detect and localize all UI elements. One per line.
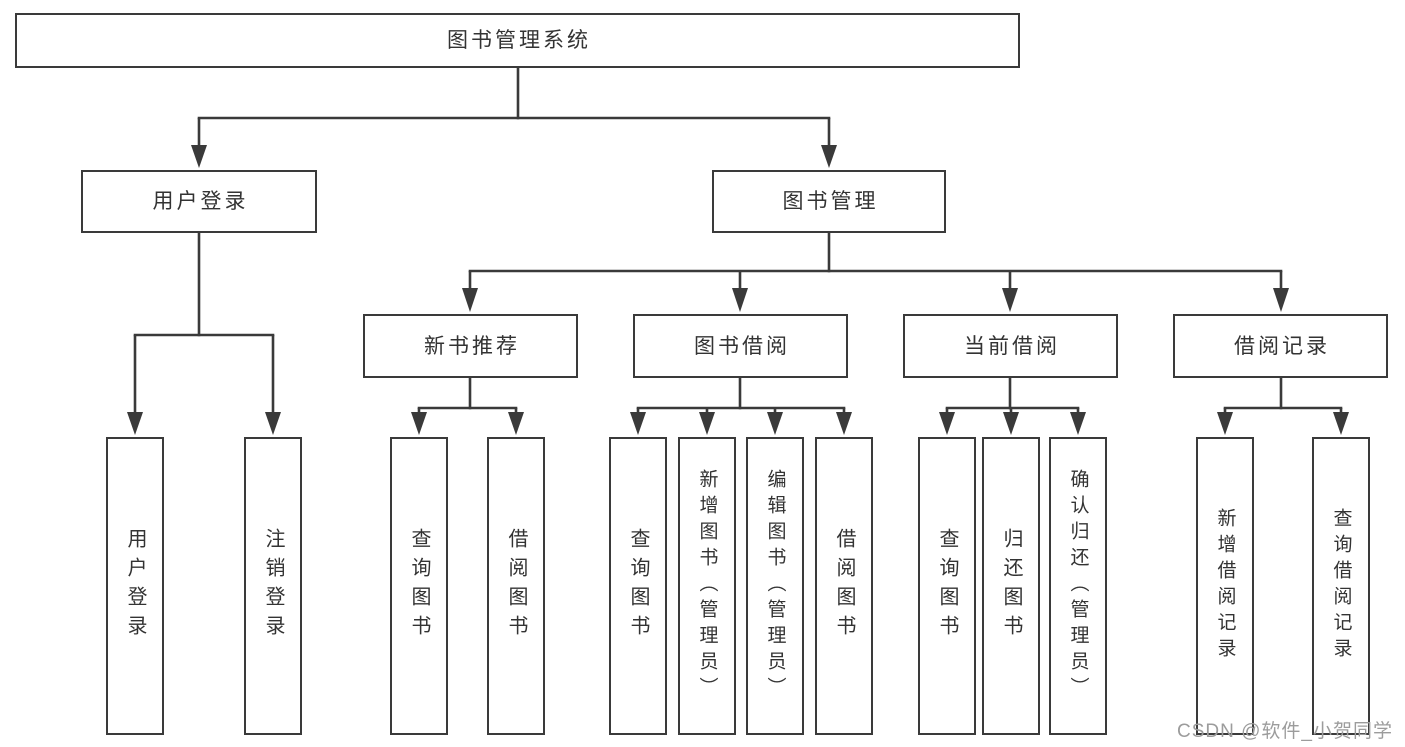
leaf-add-book-admin: 新增图书（管理员） bbox=[678, 437, 736, 735]
node-label: 图书借阅 bbox=[694, 334, 790, 358]
node-book-borrow: 图书借阅 bbox=[633, 314, 848, 378]
node-label: 当前借阅 bbox=[964, 334, 1060, 358]
csdn-watermark: CSDN @软件_小贺同学 bbox=[1177, 721, 1393, 742]
leaf-query-borrow-record: 查询借阅记录 bbox=[1312, 437, 1370, 735]
leaf-borrow-books-recommend: 借阅图书 bbox=[487, 437, 545, 735]
node-label: 借阅记录 bbox=[1234, 334, 1330, 358]
node-label: 用户登录 bbox=[152, 190, 249, 213]
leaf-label: 新增借阅记录 bbox=[1214, 508, 1236, 664]
leaf-label: 借阅图书 bbox=[505, 528, 527, 644]
node-library-system: 图书管理系统 bbox=[15, 13, 1020, 68]
node-new-book-recommend: 新书推荐 bbox=[363, 314, 578, 378]
node-label: 新书推荐 bbox=[424, 334, 520, 358]
leaf-logout: 注销登录 bbox=[244, 437, 302, 735]
node-borrow-records: 借阅记录 bbox=[1173, 314, 1388, 378]
leaf-label: 借阅图书 bbox=[833, 528, 855, 644]
leaf-label: 归还图书 bbox=[1000, 528, 1022, 644]
leaf-query-books-recommend: 查询图书 bbox=[390, 437, 448, 735]
node-book-management: 图书管理 bbox=[712, 170, 946, 233]
leaf-label: 查询图书 bbox=[408, 528, 430, 644]
node-label: 图书管理 bbox=[782, 190, 879, 213]
leaf-query-books-borrow: 查询图书 bbox=[609, 437, 667, 735]
leaf-user-login: 用户登录 bbox=[106, 437, 164, 735]
leaf-label: 查询图书 bbox=[936, 528, 958, 644]
node-current-borrow: 当前借阅 bbox=[903, 314, 1118, 378]
leaf-label: 查询图书 bbox=[627, 528, 649, 644]
leaf-add-borrow-record: 新增借阅记录 bbox=[1196, 437, 1254, 735]
leaf-label: 新增图书（管理员） bbox=[696, 469, 718, 703]
leaf-borrow-books: 借阅图书 bbox=[815, 437, 873, 735]
leaf-edit-book-admin: 编辑图书（管理员） bbox=[746, 437, 804, 735]
leaf-confirm-return-admin: 确认归还（管理员） bbox=[1049, 437, 1107, 735]
node-label: 图书管理系统 bbox=[447, 29, 591, 52]
leaf-label: 注销登录 bbox=[262, 528, 284, 644]
leaf-return-book: 归还图书 bbox=[982, 437, 1040, 735]
leaf-label: 用户登录 bbox=[124, 528, 146, 644]
node-user-login: 用户登录 bbox=[81, 170, 317, 233]
leaf-label: 编辑图书（管理员） bbox=[764, 469, 786, 703]
leaf-label: 查询借阅记录 bbox=[1330, 508, 1352, 664]
leaf-label: 确认归还（管理员） bbox=[1067, 469, 1089, 703]
leaf-query-books-current: 查询图书 bbox=[918, 437, 976, 735]
